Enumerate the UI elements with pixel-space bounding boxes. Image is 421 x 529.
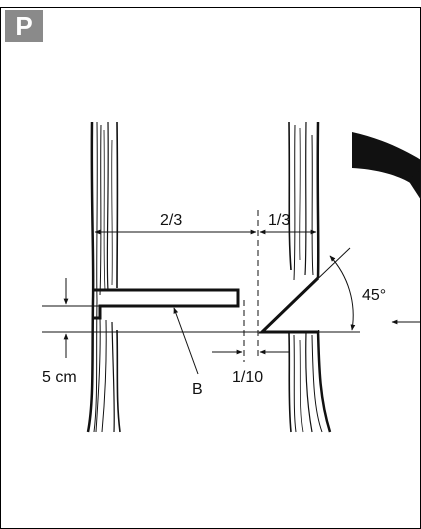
label-two-thirds: 2/3 <box>160 212 182 229</box>
top-border <box>0 0 421 8</box>
label-angle: 45° <box>362 287 386 304</box>
right-trunk <box>288 121 332 433</box>
fall-direction-arrow <box>352 132 421 200</box>
dimension-lines <box>42 210 420 375</box>
back-cut <box>93 288 240 320</box>
label-five-cm: 5 cm <box>42 369 77 386</box>
label-one-tenth: 1/10 <box>232 369 263 386</box>
label-one-third: 1/3 <box>268 212 290 229</box>
panel-badge: P <box>5 10 43 42</box>
label-b: B <box>192 381 203 398</box>
left-trunk <box>86 121 121 433</box>
